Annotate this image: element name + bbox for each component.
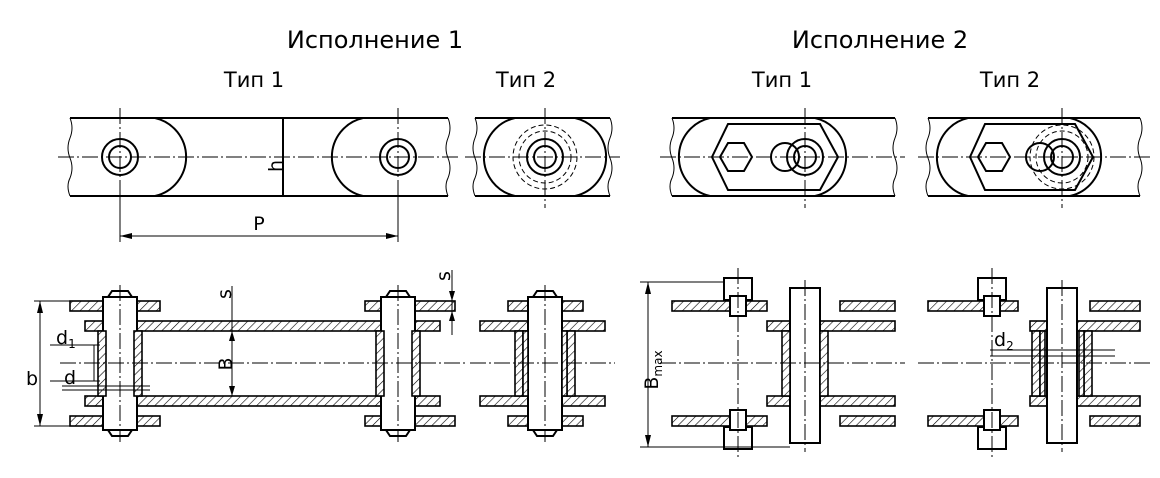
dim-d-label: d [64, 367, 76, 389]
heading-v2-type-2: Тип 2 [979, 68, 1040, 92]
dim-p-label: P [253, 213, 264, 235]
section-view-v1-type1: b d1 d B s s [26, 270, 465, 442]
section-view-v2-type1: Bmax [640, 268, 905, 460]
dim-bmax-label: Bmax [641, 350, 665, 389]
heading-variant-1: Исполнение 1 [287, 26, 463, 54]
side-view-v2-type2 [918, 108, 1150, 208]
dim-s-label-1: s [214, 289, 236, 299]
side-view-v2-type1 [660, 108, 905, 208]
heading-v1-type-2: Тип 2 [495, 68, 556, 92]
dim-h-label: h [265, 160, 287, 172]
side-view-v1-type2 [465, 108, 620, 208]
heading-v2-type-1: Тип 1 [751, 68, 812, 92]
side-view-v1-type1: h P [58, 108, 458, 242]
heading-v1-type-1: Тип 1 [223, 68, 284, 92]
dim-s-label-2: s [433, 271, 455, 281]
section-view-v2-type2: d2 [918, 268, 1150, 460]
dim-d2-label: d2 [994, 329, 1014, 353]
dim-d1-label: d1 [56, 327, 76, 351]
dim-b-label: b [26, 368, 38, 390]
dim-inner-b-label: B [215, 357, 237, 370]
heading-variant-2: Исполнение 2 [792, 26, 968, 54]
section-view-v1-type2 [470, 285, 615, 442]
